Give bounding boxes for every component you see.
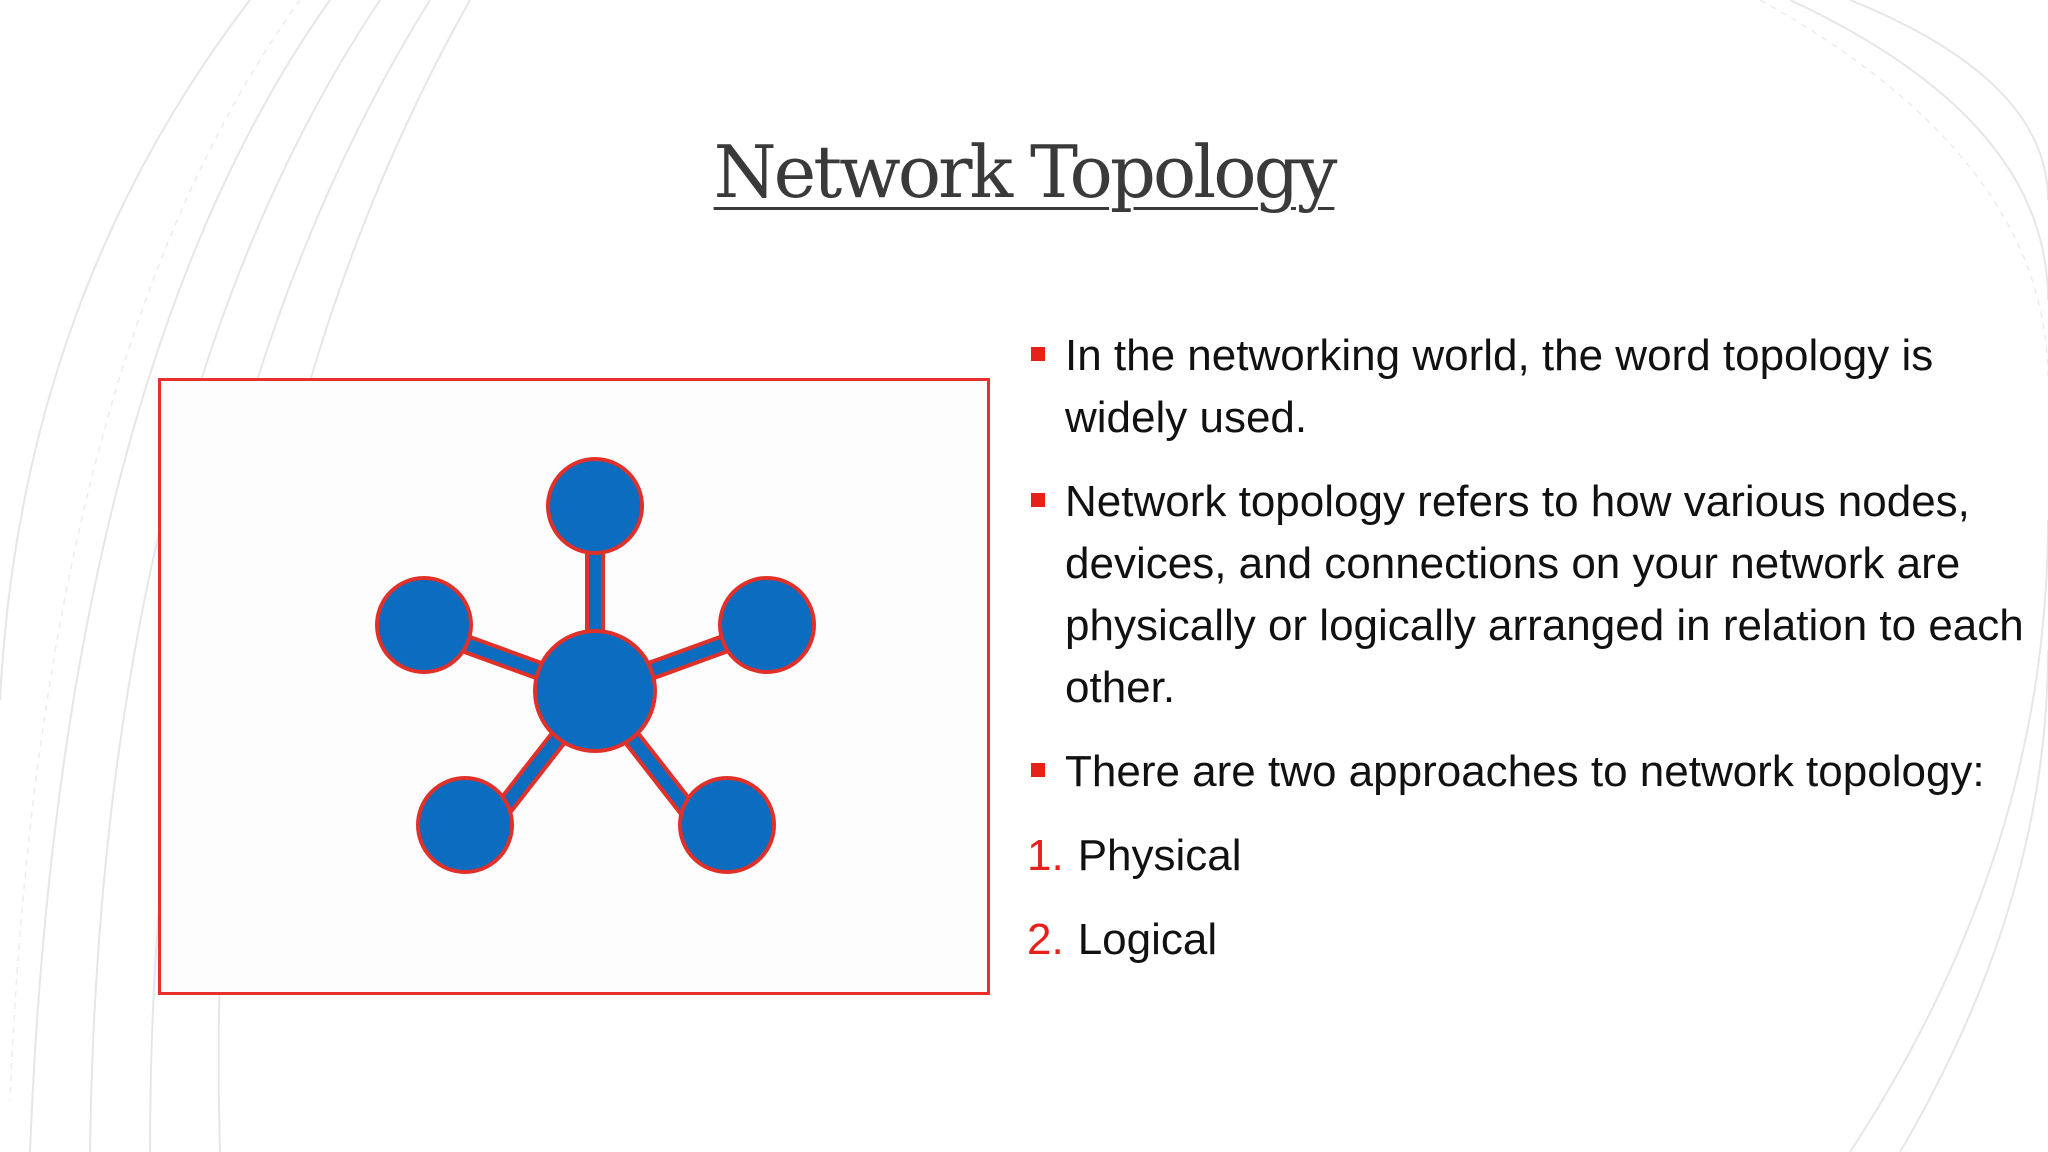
bullet-square-icon: [1031, 763, 1045, 777]
bottom-left-node: [416, 776, 514, 874]
right-node: [718, 576, 816, 674]
star-network-topology-icon: [375, 457, 816, 874]
bullet-item: There are two approaches to network topo…: [1027, 741, 2027, 803]
item-number: 2.: [1027, 915, 1064, 964]
topology-image-frame: [158, 378, 990, 995]
bullet-list: In the networking world, the word topolo…: [1027, 325, 2027, 993]
item-number: 1.: [1027, 831, 1064, 880]
numbered-item: 1. Physical: [1027, 825, 2027, 887]
top-node: [546, 457, 644, 555]
bullet-text: There are two approaches to network topo…: [1065, 747, 1985, 796]
bullet-text: Network topology refers to how various n…: [1065, 477, 2024, 712]
bullet-item: In the networking world, the word topolo…: [1027, 325, 2027, 449]
item-label: Logical: [1077, 915, 1218, 964]
left-node: [375, 576, 473, 674]
numbered-item: 2. Logical: [1027, 909, 2027, 971]
hub-node: [533, 629, 657, 753]
bullet-text: In the networking world, the word topolo…: [1065, 331, 1934, 442]
bottom-right-node: [678, 776, 776, 874]
bullet-square-icon: [1031, 347, 1045, 361]
bullet-square-icon: [1031, 493, 1045, 507]
bullet-item: Network topology refers to how various n…: [1027, 471, 2027, 719]
slide-title: Network Topology: [713, 130, 1338, 214]
item-label: Physical: [1077, 831, 1242, 880]
